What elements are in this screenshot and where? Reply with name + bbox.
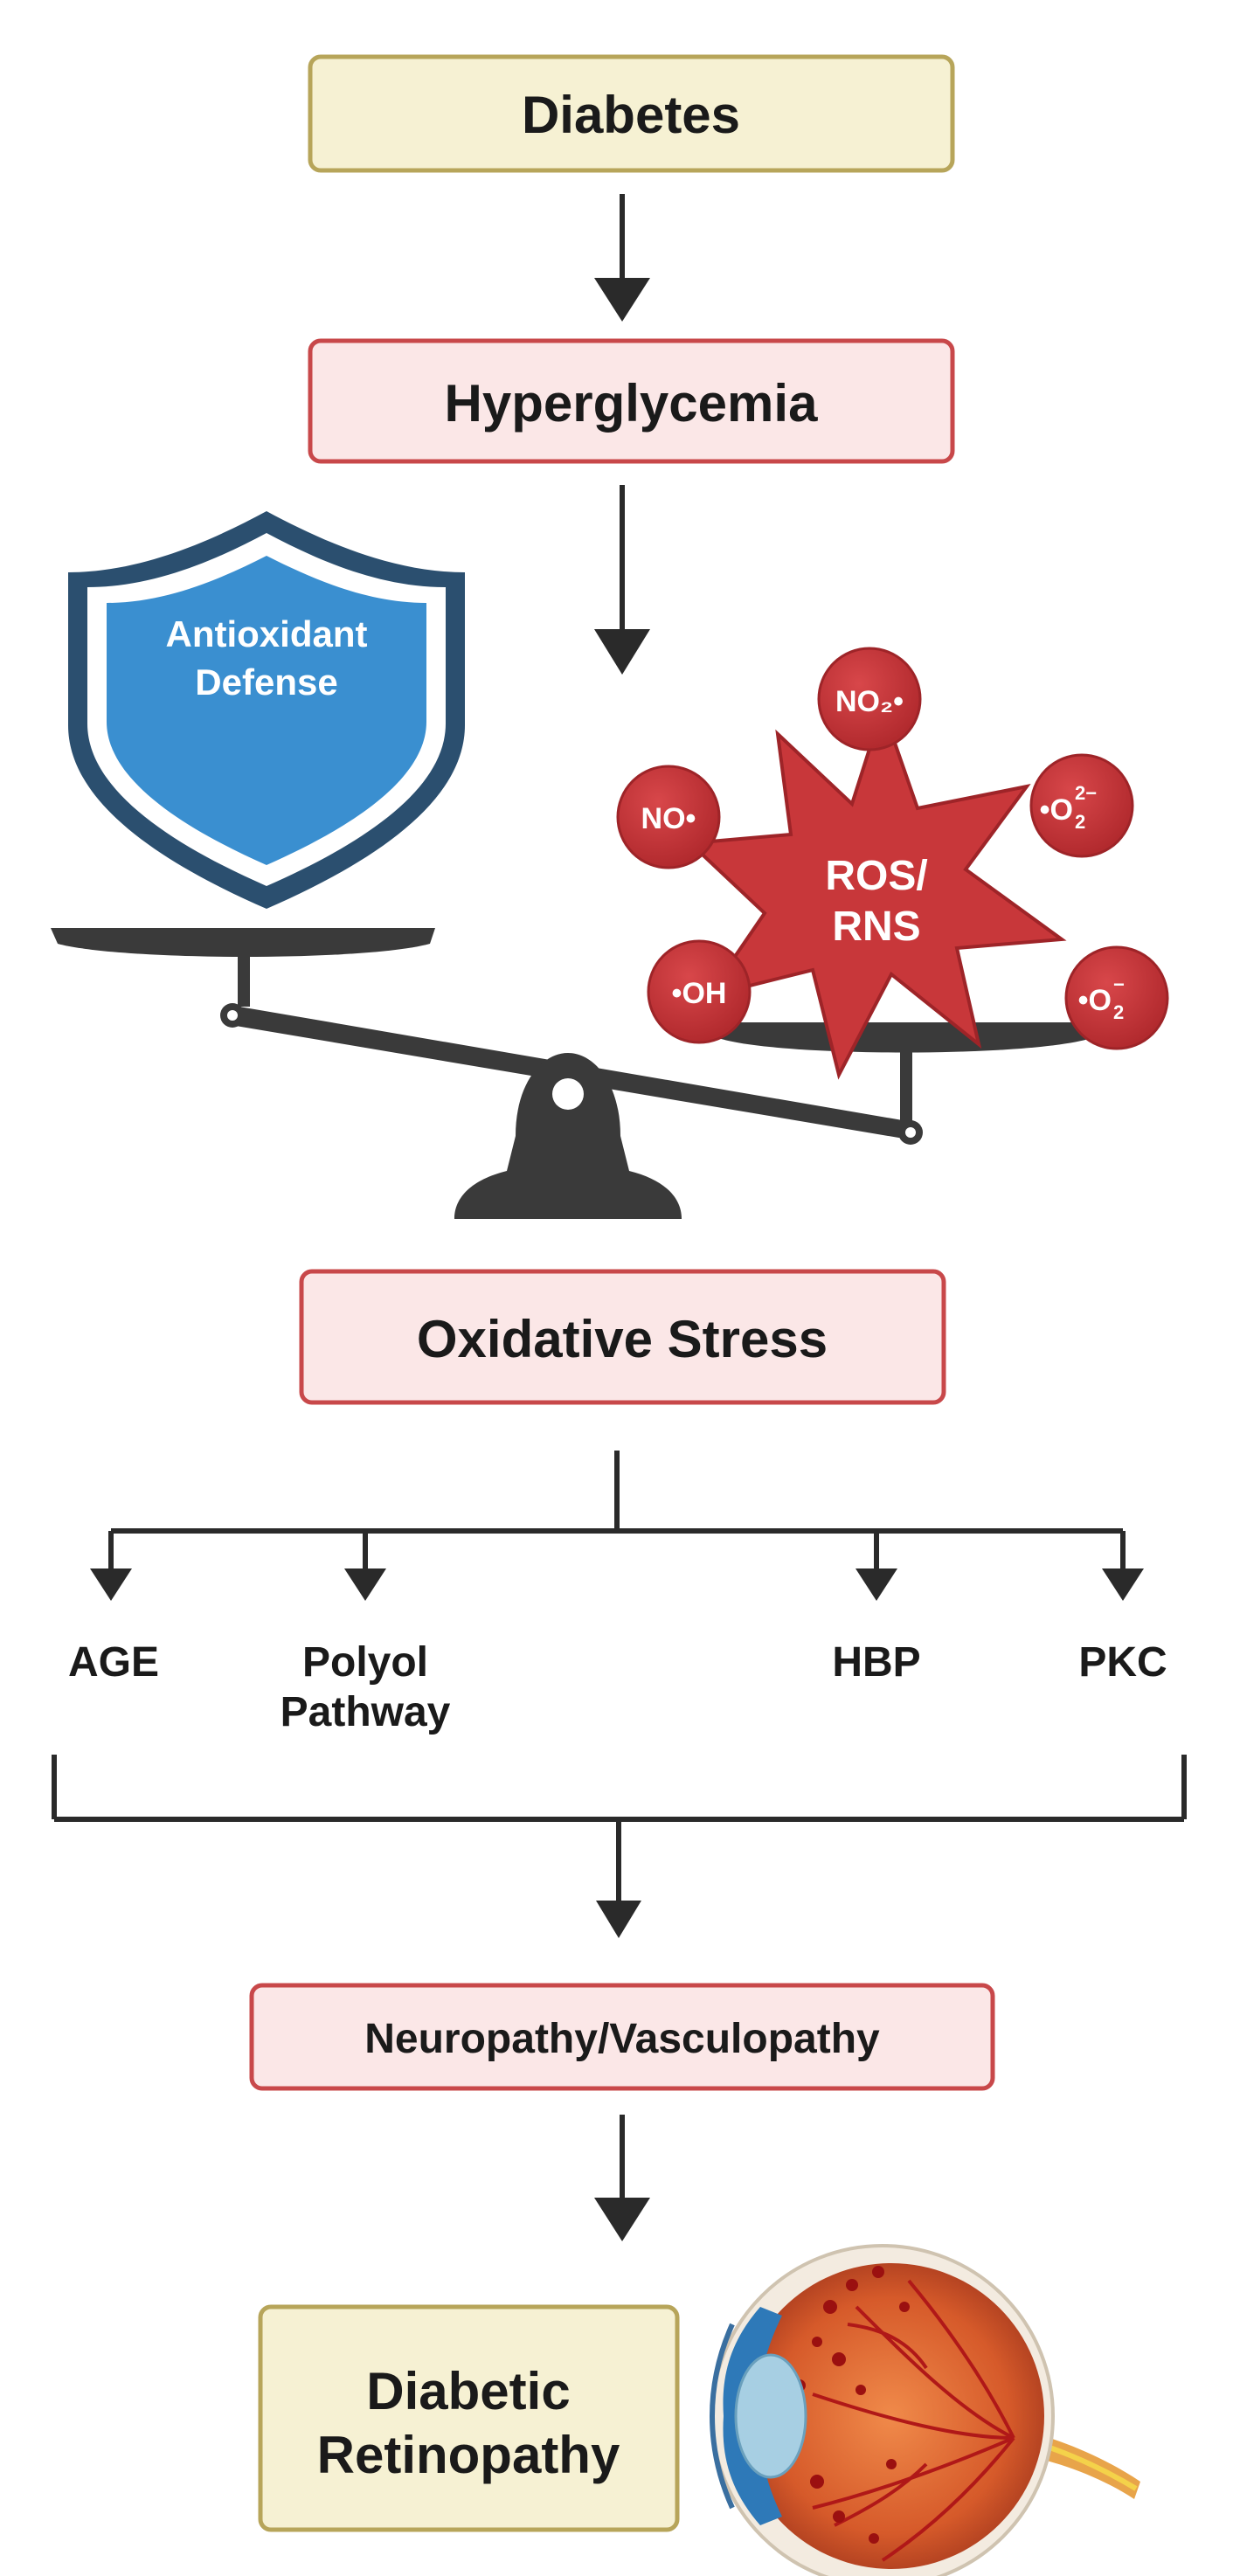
antioxidant-shield: Antioxidant Defense — [68, 511, 465, 909]
radical-no-label: NO• — [641, 802, 696, 835]
hyperglycemia-label: Hyperglycemia — [445, 374, 819, 433]
radical-o2-2minus: •O 2− 2 — [1029, 753, 1134, 858]
arrow-neuropathy-to-retinopathy — [594, 2115, 650, 2241]
oxidative-stress-label: Oxidative Stress — [417, 1310, 828, 1368]
radical-o2-minus: •O − 2 — [1064, 945, 1169, 1050]
ros-label-line2: RNS — [832, 904, 920, 950]
oxidative-stress-box: Oxidative Stress — [299, 1269, 946, 1405]
arrow-hyperglycemia-to-scale — [594, 485, 650, 675]
pathway-age: AGE — [68, 1639, 159, 1686]
branch-arrowheads — [90, 1568, 1144, 1601]
retinopathy-box: Diabetic Retinopathy — [258, 2304, 680, 2532]
radical-oh-label: •OH — [672, 977, 727, 1010]
merge-arrowhead — [596, 1901, 641, 1938]
shield-label-line1: Antioxidant — [166, 613, 368, 654]
retinopathy-label-line2: Retinopathy — [317, 2426, 620, 2484]
ros-label-line1: ROS/ — [825, 853, 927, 899]
balance-scale — [51, 928, 1097, 1219]
radical-oh: •OH — [647, 939, 752, 1044]
neuropathy-label: Neuropathy/Vasculopathy — [364, 2016, 880, 2062]
radical-no: NO• — [616, 765, 721, 869]
pathway-polyol-line2: Pathway — [281, 1689, 451, 1735]
radical-o2-2minus-sub: 2 — [1075, 811, 1085, 833]
shield-label-line2: Defense — [195, 661, 337, 703]
branch-connector — [108, 1451, 1126, 1573]
diabetes-box: Diabetes — [308, 54, 955, 173]
radical-o2-2minus-sup: 2− — [1075, 782, 1097, 804]
diabetes-label: Diabetes — [522, 86, 740, 144]
pathway-hbp: HBP — [832, 1639, 920, 1686]
radical-o2-minus-sub: 2 — [1113, 1001, 1124, 1023]
radical-no2: NO₂• — [817, 647, 922, 751]
retinopathy-label-line1: Diabetic — [366, 2362, 570, 2420]
radical-o2-minus-sup: − — [1113, 973, 1125, 995]
merge-bracket — [52, 1755, 1187, 1905]
arrow-diabetes-to-hyperglycemia — [594, 194, 650, 322]
ros-rns-burst: ROS/ RNS — [686, 702, 1067, 1080]
retinal-vessels — [812, 2279, 1015, 2562]
eye-illustration — [709, 2244, 1140, 2576]
radical-o2-2minus-base: •O — [1040, 793, 1073, 827]
neuropathy-box: Neuropathy/Vasculopathy — [249, 1983, 995, 2091]
radical-no2-label: NO₂• — [835, 685, 904, 718]
pathway-pkc: PKC — [1078, 1639, 1167, 1686]
hyperglycemia-box: Hyperglycemia — [308, 338, 955, 464]
radical-o2-minus-base: •O — [1078, 984, 1112, 1017]
pathway-polyol-line1: Polyol — [302, 1639, 428, 1686]
